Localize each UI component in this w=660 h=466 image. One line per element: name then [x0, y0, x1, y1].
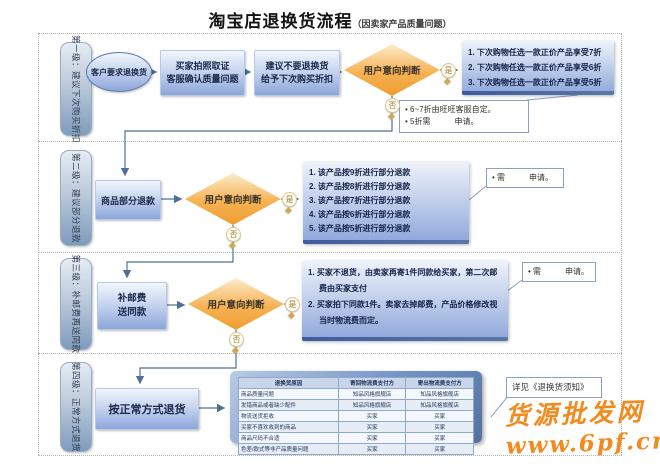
- step-evidence-label: 买家拍照取证 客服确认质量问题: [166, 60, 239, 85]
- result-3-item: 1. 买家不退货，由卖家再寄1件同款给买家，第二次邮费由买家支付: [308, 268, 498, 293]
- grid-line: [38, 353, 622, 354]
- decision-1-label: 用户意向判断: [363, 66, 421, 77]
- table-cell: 买家: [337, 443, 407, 455]
- table-cell: 知品风格旗舰店: [405, 399, 474, 411]
- result-1-item: 1. 下次购物任选一款正价产品享受7折: [468, 48, 602, 57]
- step-suggest-discount-label: 建议不要退换货 给予下次购买折扣: [260, 60, 333, 85]
- table-cell: 买家: [405, 443, 474, 455]
- level-4-bar: 第四级：正常方式退货: [60, 362, 92, 452]
- result-1-item: 2. 下次购物任选一款正价产品享受6折: [468, 63, 602, 72]
- level-2-label: 第二级：建议部分退款: [71, 152, 81, 244]
- decision-3-label: 用户意向判断: [207, 300, 265, 311]
- note-line: 详见《退换货须知》: [512, 382, 589, 392]
- result-2-item: 3. 该产品按7折进行部分退款: [309, 196, 411, 205]
- table-cell: 买家: [405, 410, 474, 422]
- note-line: • 5折需 申请。: [405, 117, 479, 127]
- start-label: 客户要求退换货: [91, 67, 147, 77]
- yes-tag-2: 是: [282, 192, 297, 207]
- title-subtext: （因卖家产品质量问题）: [352, 19, 452, 29]
- grid-line: [621, 33, 622, 455]
- table-cell: 色差/款式等非产品质量问题: [238, 443, 339, 455]
- table-cell: 买家: [405, 432, 474, 444]
- table-cell: 买家: [405, 421, 474, 433]
- level-1-label: 第一级：建议下次购买折扣: [71, 34, 81, 144]
- step-partial-refund: 商品部分退款: [95, 180, 161, 220]
- note-line: • 6~7折由旺旺客服自定。: [405, 105, 496, 114]
- table-header-cell: 寄出物流费支付方: [405, 377, 474, 389]
- table-cell: 买家: [337, 432, 407, 444]
- note-line: • 需 申请。: [492, 173, 554, 182]
- table-row: 商品质量问题知品风格旗舰店知品风格旗舰店: [238, 388, 474, 400]
- level-3-bar: 第三级：补邮费再送同款: [60, 254, 92, 354]
- note-callout-4: 详见《退换货须知》: [506, 377, 602, 399]
- no-tag-2: 否: [226, 227, 241, 242]
- table-row: 物流送货拒收买家买家: [238, 410, 474, 422]
- yes-tag-1: 是: [441, 63, 456, 78]
- grid-line: [38, 252, 622, 253]
- grid-line: [38, 33, 622, 34]
- grid-line: [38, 455, 622, 456]
- start-node: 客户要求退换货: [86, 52, 152, 92]
- result-box-3: 1. 买家不退货，由卖家再寄1件同款给买家，第二次邮费由买家支付 2. 买家拍下…: [302, 261, 508, 341]
- note-callout-1: • 6~7折由旺旺客服自定。 • 5折需 申请。: [399, 100, 529, 133]
- fee-table-panel: 退换货原因寄回物流费支付方寄出物流费支付方商品质量问题知品风格旗舰店知品风格旗舰…: [230, 371, 482, 455]
- table-header-row: 退换货原因寄回物流费支付方寄出物流费支付方: [238, 377, 474, 389]
- result-2-item: 5. 该产品按5折进行部分退款: [309, 224, 411, 233]
- result-2-item: 2. 该产品按8折进行部分退款: [309, 182, 411, 191]
- table-header-cell: 寄回物流费支付方: [337, 377, 407, 389]
- table-cell: 商品尺码不合适: [238, 432, 339, 444]
- note-callout-3: • 需 申请。: [522, 262, 596, 283]
- level-1-bar: 第一级：建议下次购买折扣: [60, 35, 92, 143]
- note-line: • 需 申请。: [528, 267, 590, 276]
- table-cell: 物流送货拒收: [238, 410, 339, 422]
- step-suggest-discount: 建议不要退换货 给予下次购买折扣: [254, 50, 340, 96]
- step-resend-item: 补邮费 送同款: [97, 282, 167, 330]
- watermark-line1: 货源批发网: [504, 397, 646, 431]
- step-partial-refund-label: 商品部分退款: [100, 195, 155, 206]
- level-4-label: 第四级：正常方式退货: [71, 361, 81, 453]
- table-cell: 买家: [337, 410, 407, 422]
- step-resend-item-label: 补邮费 送同款: [117, 292, 147, 318]
- step-normal-return-label: 按正常方式退货: [108, 404, 186, 416]
- table-cell: 知品风格旗舰店: [405, 388, 474, 400]
- step-normal-return: 按正常方式退货: [95, 388, 199, 430]
- no-tag-3: 否: [229, 332, 244, 347]
- table-row: 买家不喜欢收到的商品买家买家: [238, 421, 474, 433]
- result-3-item: 2. 买家拍下同款1件。卖家去掉邮费，产品价格修改视当时物流费而定。: [308, 300, 498, 325]
- result-box-2: 1. 该产品按9折进行部分退款 2. 该产品按8折进行部分退款 3. 该产品按7…: [303, 162, 469, 244]
- no-tag-1: 否: [385, 98, 400, 113]
- level-3-label: 第三级：补邮费再送同款: [71, 254, 81, 354]
- table-header-cell: 退换货原因: [238, 377, 339, 389]
- note-callout-2: • 需 申请。: [486, 168, 564, 189]
- result-1-item: 3. 下次购物任选一款正价产品享受5折: [468, 78, 602, 87]
- result-box-1: 1. 下次购物任选一款正价产品享受7折 2. 下次购物任选一款正价产品享受6折 …: [462, 41, 614, 95]
- result-2-item: 4. 该产品按6折进行部分退款: [309, 210, 411, 219]
- table-cell: 发错商品或者缺少配件: [238, 399, 339, 411]
- grid-line: [38, 33, 39, 455]
- step-evidence: 买家拍照取证 客服确认质量问题: [160, 50, 245, 96]
- grid-line: [38, 141, 622, 142]
- watermark-line2: www.6pf.cn: [505, 427, 660, 460]
- table-cell: 知品风格旗舰店: [337, 399, 407, 411]
- table-cell: 买家: [337, 421, 407, 433]
- table-cell: 买家不喜欢收到的商品: [238, 421, 339, 433]
- page-title: 淘宝店退换货流程（因卖家产品质量问题）: [0, 7, 660, 32]
- table-row: 商品尺码不合适买家买家: [238, 432, 474, 444]
- yes-tag-3: 是: [285, 297, 300, 312]
- level-2-bar: 第二级：建议部分退款: [60, 150, 92, 246]
- table-cell: 商品质量问题: [238, 388, 339, 400]
- title-text: 淘宝店退换货流程: [208, 12, 353, 31]
- table-row: 发错商品或者缺少配件知品风格旗舰店知品风格旗舰店: [238, 399, 474, 411]
- result-2-item: 1. 该产品按9折进行部分退款: [309, 168, 411, 177]
- table-row: 色差/款式等非产品质量问题买家买家: [238, 443, 474, 455]
- table-cell: 知品风格旗舰店: [337, 388, 407, 400]
- decision-2-label: 用户意向判断: [204, 195, 262, 206]
- watermark: 货源批发网 www.6pf.cn: [504, 391, 660, 460]
- shipping-fee-table: 退换货原因寄回物流费支付方寄出物流费支付方商品质量问题知品风格旗舰店知品风格旗舰…: [238, 377, 474, 455]
